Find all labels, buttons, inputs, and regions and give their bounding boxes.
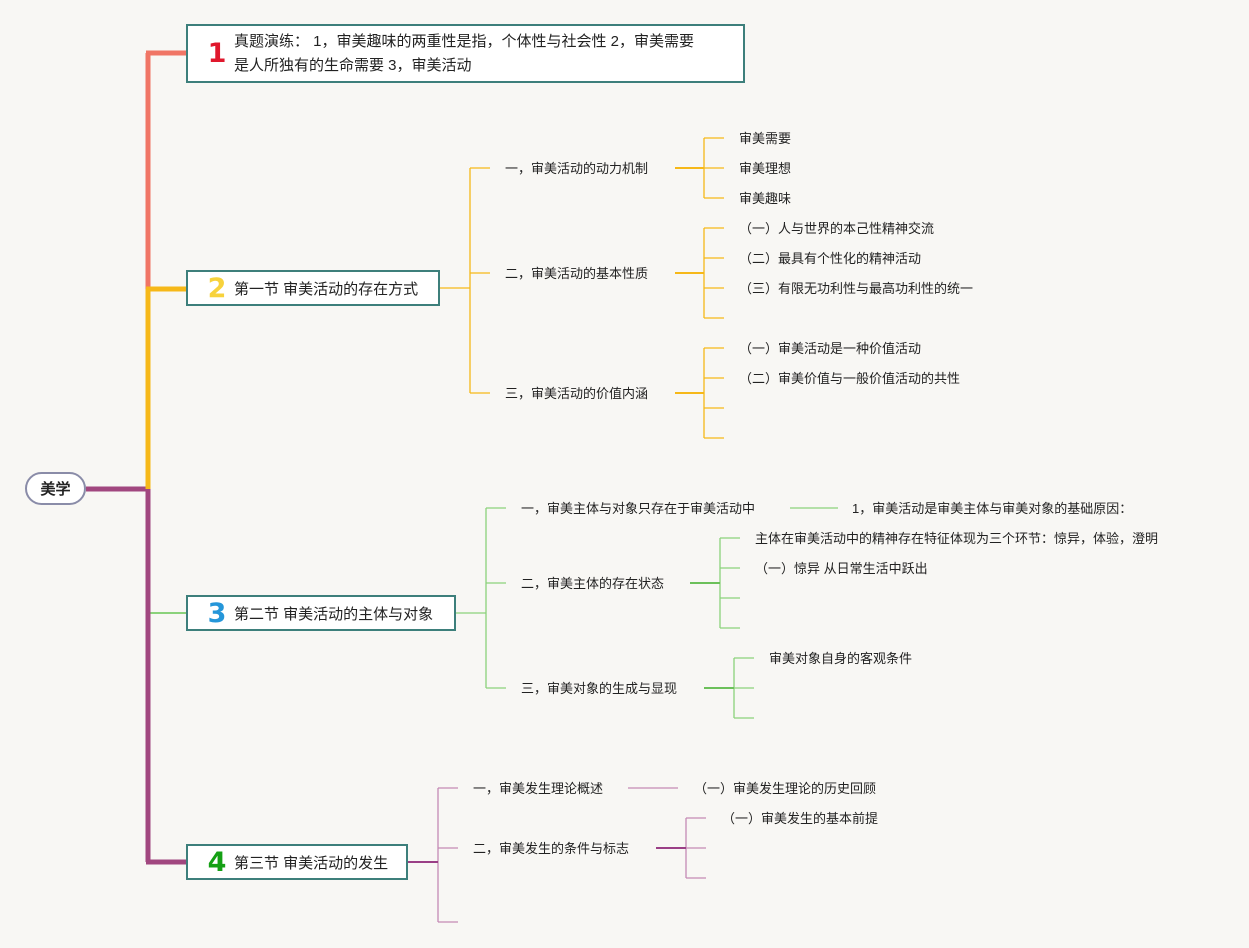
subtopic-3-2[interactable]: 二，审美主体的存在状态 <box>521 576 665 591</box>
topic-4-number: 4 <box>207 846 227 878</box>
leaf-2-2-3[interactable]: （三）有限无功利性与最高功利性的统一 <box>739 281 974 296</box>
topic-3-title: 第二节 审美活动的主体与对象 <box>234 605 434 623</box>
root-label: 美学 <box>40 481 71 498</box>
leaf-2-1-2[interactable]: 审美理想 <box>739 161 792 176</box>
leaf-3-1-1[interactable]: 1，审美活动是审美主体与审美对象的基础原因： <box>852 501 1133 516</box>
topic-2-title: 第一节 审美活动的存在方式 <box>234 280 419 298</box>
topic-2-number: 2 <box>207 272 227 304</box>
topic-2-box[interactable]: 2 第一节 审美活动的存在方式 <box>186 270 440 306</box>
subtopic-2-3[interactable]: 三，审美活动的价值内涵 <box>505 386 649 401</box>
topic-1-line-2: 是人所独有的生命需要 3，审美活动 <box>234 56 472 74</box>
leaf-2-3-2[interactable]: （二）审美价值与一般价值活动的共性 <box>739 371 961 386</box>
topic-4-box[interactable]: 4 第三节 审美活动的发生 <box>186 844 408 880</box>
root-node[interactable]: 美学 <box>25 472 86 505</box>
subtopic-4-1[interactable]: 一，审美发生理论概述 <box>473 781 604 796</box>
leaf-2-3-1[interactable]: （一）审美活动是一种价值活动 <box>739 341 922 356</box>
leaf-3-2-2[interactable]: （一）惊异 从日常生活中跃出 <box>755 561 928 576</box>
subtopic-3-1[interactable]: 一，审美主体与对象只存在于审美活动中 <box>521 501 756 516</box>
leaf-2-1-3[interactable]: 审美趣味 <box>739 191 792 206</box>
topic-1-title: 真题演练： 1，审美趣味的两重性是指，个体性与社会性 2，审美需要 是人所独有的… <box>234 30 694 78</box>
leaf-2-1-1[interactable]: 审美需要 <box>739 131 792 146</box>
leaf-2-2-1[interactable]: （一）人与世界的本己性精神交流 <box>739 221 935 236</box>
topic-3-number: 3 <box>207 597 227 629</box>
subtopic-2-2[interactable]: 二，审美活动的基本性质 <box>505 266 649 281</box>
topic-1-box[interactable]: 1 真题演练： 1，审美趣味的两重性是指，个体性与社会性 2，审美需要 是人所独… <box>186 24 745 83</box>
topic-4-title: 第三节 审美活动的发生 <box>234 854 389 872</box>
topic-3-box[interactable]: 3 第二节 审美活动的主体与对象 <box>186 595 456 631</box>
leaf-4-2-1[interactable]: （一）审美发生的基本前提 <box>722 811 879 826</box>
topic-1-line-1: 真题演练： 1，审美趣味的两重性是指，个体性与社会性 2，审美需要 <box>234 32 695 50</box>
leaf-3-3-1[interactable]: 审美对象自身的客观条件 <box>769 651 913 666</box>
leaf-4-1-1[interactable]: （一）审美发生理论的历史回顾 <box>694 781 877 796</box>
subtopic-2-1[interactable]: 一，审美活动的动力机制 <box>505 161 649 176</box>
leaf-3-2-1[interactable]: 主体在审美活动中的精神存在特征体现为三个环节：惊异，体验，澄明 <box>755 531 1159 546</box>
topic-1-number: 1 <box>207 38 227 69</box>
subtopic-3-3[interactable]: 三，审美对象的生成与显现 <box>521 681 678 696</box>
leaf-2-2-2[interactable]: （二）最具有个性化的精神活动 <box>739 251 922 266</box>
subtopic-4-2[interactable]: 二，审美发生的条件与标志 <box>473 841 630 856</box>
